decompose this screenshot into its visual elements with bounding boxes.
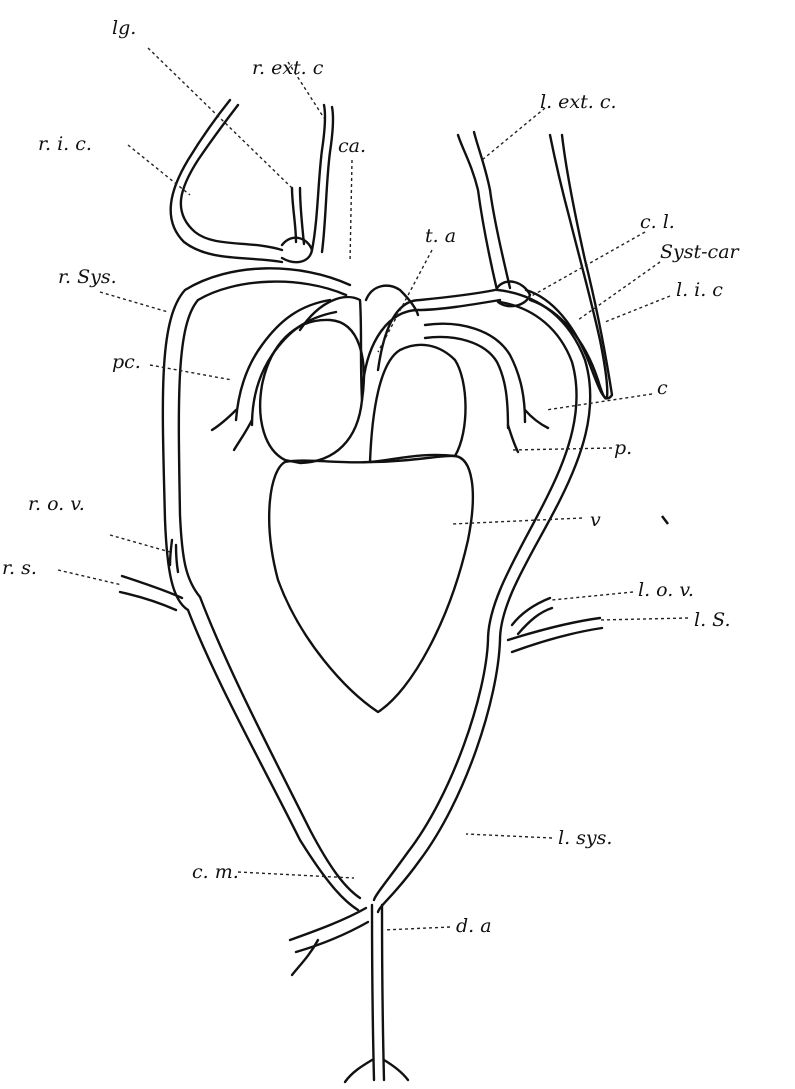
- label-l-sys: l. sys.: [558, 827, 612, 849]
- left-internal-carotid-inner: [526, 135, 612, 398]
- left-systemic-arch: [378, 290, 590, 912]
- label-p: p.: [614, 437, 632, 459]
- left-atrium: [370, 345, 466, 462]
- dorsal-aorta-right-wall: [382, 905, 384, 1080]
- label-pc: pc.: [112, 351, 141, 373]
- left-cutaneous-branch: [525, 410, 548, 428]
- label-r-ext-c: r. ext. c: [252, 57, 324, 79]
- label-v: v: [590, 509, 601, 531]
- left-systemic-arch-inner: [374, 302, 577, 900]
- left-occipito-vertebral-inner: [518, 608, 552, 634]
- coeliaco-mesenteric: [290, 908, 366, 940]
- label-l-o-v: l. o. v.: [638, 579, 694, 601]
- label-ca: ca.: [338, 135, 366, 157]
- right-occipito-vertebral-inner: [176, 545, 178, 572]
- right-lingual-artery-inner: [300, 188, 304, 244]
- aortic-arches: [163, 238, 590, 912]
- left-subclavian-inner: [512, 628, 602, 652]
- label-r-o-v: r. o. v.: [28, 493, 85, 515]
- left-pulmonary-branch: [508, 425, 518, 452]
- right-pulmocutaneous-arch-inner: [252, 312, 336, 425]
- right-systemic-arch: [163, 268, 358, 910]
- left-external-carotid: [458, 135, 497, 290]
- right-pulmonary-branch: [234, 420, 252, 450]
- right-external-carotid: [312, 105, 325, 250]
- right-occipito-vertebral: [170, 540, 172, 565]
- right-cutaneous-branch: [212, 410, 236, 430]
- aorta-bifurcation-left: [345, 1060, 372, 1082]
- dorsal-aorta-group: [290, 905, 408, 1082]
- coeliaco-mesenteric-inner: [296, 922, 368, 952]
- label-t-a: t. a: [425, 225, 456, 247]
- right-atrium: [260, 320, 364, 463]
- label-r-s: r. s.: [2, 557, 37, 579]
- right-systemic-arch-inner: [179, 282, 360, 898]
- label-r-i-c: r. i. c.: [38, 133, 92, 155]
- aorta-bifurcation-right: [384, 1060, 408, 1080]
- label-lg: lg.: [112, 17, 136, 39]
- label-l-i-c: l. i. c: [676, 279, 723, 301]
- label-syst-car: Syst-car: [660, 241, 741, 263]
- right-internal-carotid: [181, 105, 282, 250]
- carotid-vessels: [171, 100, 612, 399]
- left-pulmocutaneous-arch: [425, 324, 525, 422]
- label-c-l: c. l.: [640, 211, 675, 233]
- label-l-s: l. S.: [694, 609, 731, 631]
- label-c: c: [657, 377, 668, 399]
- dorsal-aorta-left-wall: [372, 905, 374, 1080]
- label-l-ext-c: l. ext. c.: [540, 91, 617, 113]
- label-d-a: d. a: [456, 915, 492, 937]
- labels: lg. r. ext. c r. i. c. ca. l. ext. c. t.…: [2, 17, 741, 937]
- stray-mark: [662, 516, 668, 524]
- label-r-sys: r. Sys.: [58, 266, 117, 288]
- label-c-m: c. m.: [192, 861, 239, 883]
- right-lingual-artery: [292, 188, 296, 242]
- right-subclavian-inner: [120, 592, 176, 610]
- coeliaco-mesenteric-branch: [292, 940, 318, 975]
- ventricle: [269, 455, 473, 712]
- leader-lines: [58, 48, 688, 930]
